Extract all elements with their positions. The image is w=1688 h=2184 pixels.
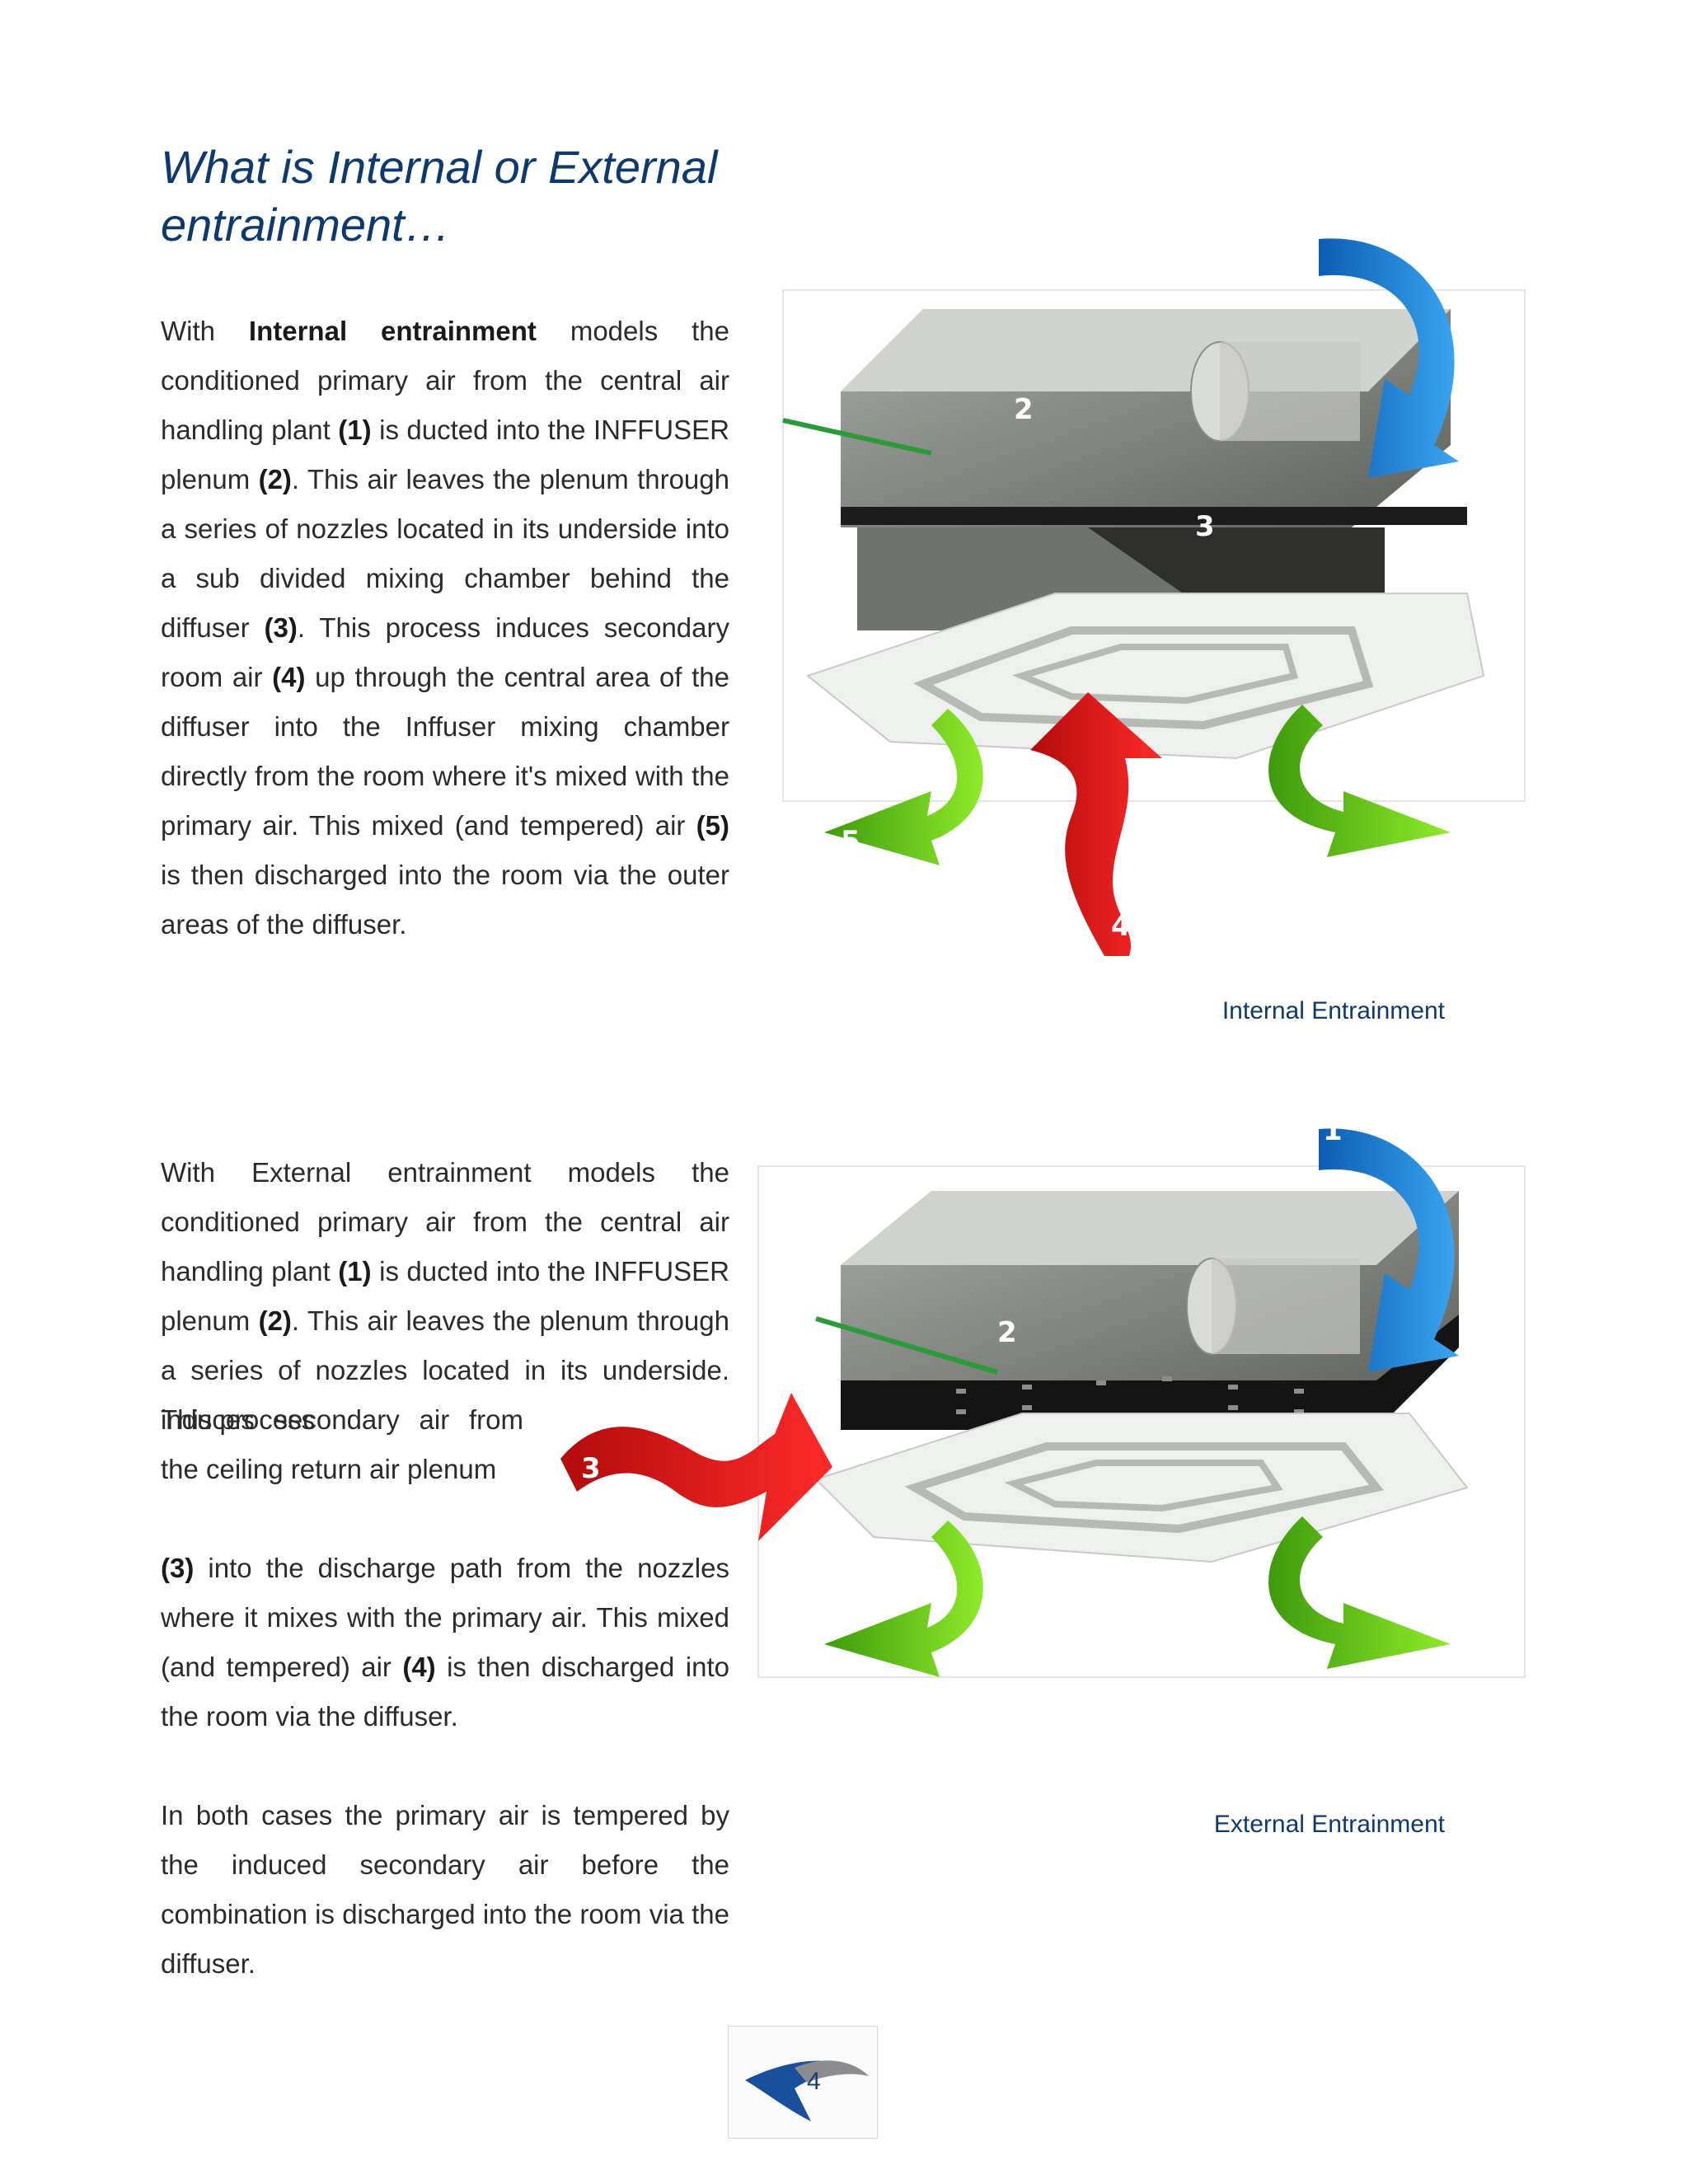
internal-entrainment-caption: Internal Entrainment [1221, 997, 1445, 1024]
arrow-4-secondary-air [1030, 692, 1162, 956]
label-3: 3 [1195, 510, 1215, 543]
arrow-4-right-mixed-air [1268, 1516, 1451, 1669]
internal-entrainment-diagram: 1 2 3 4 5 5 [782, 199, 1526, 956]
label-1: 1 [1323, 199, 1343, 232]
label-5-left: 5 [841, 825, 860, 858]
label-4: 4 [1111, 910, 1131, 943]
logo-swoosh-icon [745, 2060, 869, 2121]
label-2: 2 [1014, 393, 1034, 426]
external-entrainment-paragraph-bottom: (3) into the discharge path from the noz… [161, 1553, 729, 1732]
summary-paragraph: In both cases the primary air is tempere… [161, 1800, 729, 1979]
label-3: 3 [581, 1452, 601, 1485]
label-4-left: 4 [841, 1676, 860, 1709]
arrow-1-primary-air [1319, 238, 1459, 478]
page-number-badge: 4 [728, 2026, 878, 2139]
label-1: 1 [1323, 1114, 1343, 1147]
arrow-4-left-mixed-air [824, 1521, 983, 1677]
label-2: 2 [997, 1316, 1017, 1349]
page-number: 4 [807, 2068, 821, 2095]
nozzle-plate [841, 1315, 1459, 1430]
label-5-right: 5 [1401, 840, 1421, 873]
page-title: What is Internal or External entrainment… [161, 141, 718, 251]
internal-entrainment-paragraph: With Internal entrainment models the con… [161, 316, 730, 940]
external-entrainment-diagram: 1 2 4 4 [757, 1114, 1526, 1730]
arrow-3-return-air: 3 [560, 1393, 832, 1541]
external-entrainment-caption: External Entrainment [1213, 1811, 1445, 1838]
external-entrainment-paragraph-mid: induces secondary air from the ceiling r… [161, 1404, 523, 1484]
external-entrainment-paragraph-top: With External entrainment models the con… [161, 1157, 729, 1435]
arrow-1-primary-air [1319, 1128, 1459, 1372]
label-4-right: 4 [1401, 1697, 1421, 1730]
arrow-5-left-mixed-air [824, 709, 983, 865]
arrow-5-right-mixed-air [1268, 705, 1451, 857]
